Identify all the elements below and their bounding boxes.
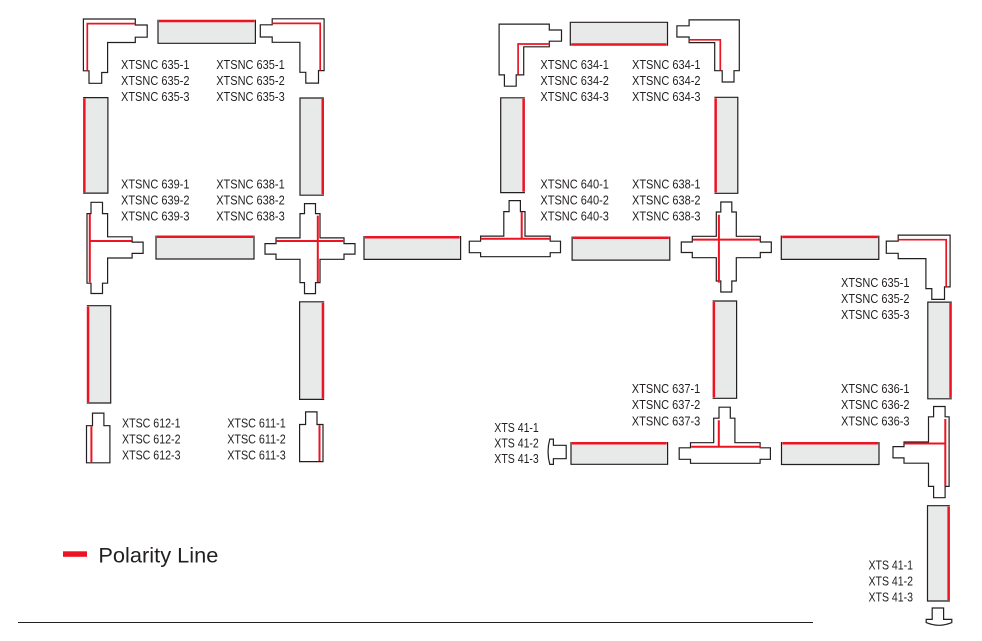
- svg-text:XTSNC 635-3: XTSNC 635-3: [216, 89, 285, 104]
- svg-text:XTS 41-1: XTS 41-1: [869, 558, 914, 573]
- svg-text:XTSNC 640-3: XTSNC 640-3: [540, 208, 609, 223]
- svg-text:XTS 41-3: XTS 41-3: [869, 590, 914, 605]
- svg-text:XTSNC 636-2: XTSNC 636-2: [841, 397, 910, 412]
- svg-text:XTSNC 640-2: XTSNC 640-2: [540, 192, 609, 207]
- svg-text:XTSNC 635-2: XTSNC 635-2: [216, 73, 285, 88]
- svg-text:XTSNC 635-1: XTSNC 635-1: [121, 57, 190, 72]
- svg-text:XTSC 612-2: XTSC 612-2: [122, 431, 181, 446]
- svg-text:XTSNC 637-3: XTSNC 637-3: [632, 413, 701, 428]
- svg-text:XTSNC 635-1: XTSNC 635-1: [841, 275, 910, 290]
- svg-text:XTS 41-3: XTS 41-3: [494, 451, 539, 466]
- svg-text:XTSNC 638-2: XTSNC 638-2: [216, 192, 285, 207]
- svg-text:XTSNC 634-1: XTSNC 634-1: [540, 57, 609, 72]
- svg-text:XTSNC 639-3: XTSNC 639-3: [121, 208, 190, 223]
- svg-text:XTS 41-1: XTS 41-1: [494, 420, 539, 435]
- svg-text:XTSC 612-3: XTSC 612-3: [122, 447, 181, 462]
- svg-text:XTSNC 635-3: XTSNC 635-3: [121, 89, 190, 104]
- svg-text:XTSNC 640-1: XTSNC 640-1: [540, 176, 609, 191]
- svg-text:XTSNC 636-1: XTSNC 636-1: [841, 381, 910, 396]
- svg-text:XTSNC 637-1: XTSNC 637-1: [632, 381, 701, 396]
- svg-text:XTSNC 639-2: XTSNC 639-2: [121, 192, 190, 207]
- svg-text:XTSNC 634-2: XTSNC 634-2: [540, 73, 609, 88]
- svg-text:XTSNC 639-1: XTSNC 639-1: [121, 176, 190, 191]
- svg-text:XTSNC 635-2: XTSNC 635-2: [121, 73, 190, 88]
- svg-text:XTSC 611-2: XTSC 611-2: [227, 431, 286, 446]
- svg-text:XTSNC 634-3: XTSNC 634-3: [540, 89, 609, 104]
- svg-text:XTSNC 634-3: XTSNC 634-3: [632, 89, 701, 104]
- svg-text:XTSNC 638-1: XTSNC 638-1: [216, 176, 285, 191]
- svg-text:XTSNC 638-2: XTSNC 638-2: [632, 192, 701, 207]
- svg-text:XTSNC 638-1: XTSNC 638-1: [632, 176, 701, 191]
- svg-text:XTSNC 638-3: XTSNC 638-3: [216, 208, 285, 223]
- svg-text:XTSNC 635-3: XTSNC 635-3: [841, 307, 910, 322]
- svg-text:Polarity Line: Polarity Line: [98, 544, 218, 568]
- svg-text:XTSC 611-1: XTSC 611-1: [227, 415, 286, 430]
- svg-text:XTSC 611-3: XTSC 611-3: [227, 447, 286, 462]
- svg-text:XTS 41-2: XTS 41-2: [869, 574, 914, 589]
- svg-text:XTSNC 638-3: XTSNC 638-3: [632, 208, 701, 223]
- svg-text:XTSNC 634-1: XTSNC 634-1: [632, 57, 701, 72]
- svg-text:XTSNC 635-2: XTSNC 635-2: [841, 291, 910, 306]
- svg-text:XTSNC 637-2: XTSNC 637-2: [632, 397, 701, 412]
- svg-text:XTSNC 634-2: XTSNC 634-2: [632, 73, 701, 88]
- svg-text:XTSNC 636-3: XTSNC 636-3: [841, 413, 910, 428]
- svg-text:XTSC 612-1: XTSC 612-1: [122, 415, 181, 430]
- svg-text:XTSNC 635-1: XTSNC 635-1: [216, 57, 285, 72]
- svg-text:XTS 41-2: XTS 41-2: [494, 436, 539, 451]
